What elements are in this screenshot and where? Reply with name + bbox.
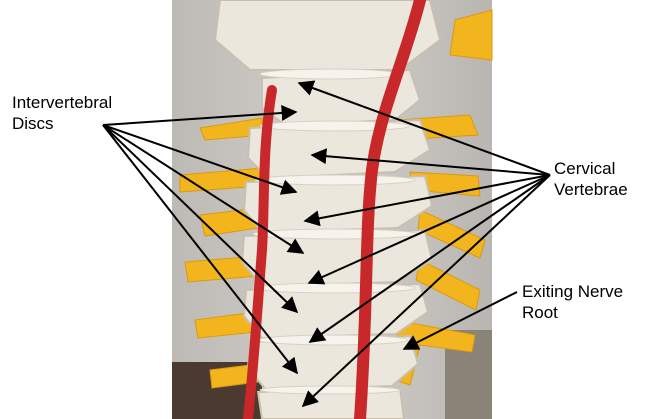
label-exiting-nerve-root: Exiting Nerve Root [522, 281, 623, 323]
label-intervertebral-discs: Intervertebral Discs [12, 92, 112, 134]
spine-model-photo [172, 0, 492, 419]
label-cervical-vertebrae: Cervical Vertebrae [554, 158, 628, 200]
